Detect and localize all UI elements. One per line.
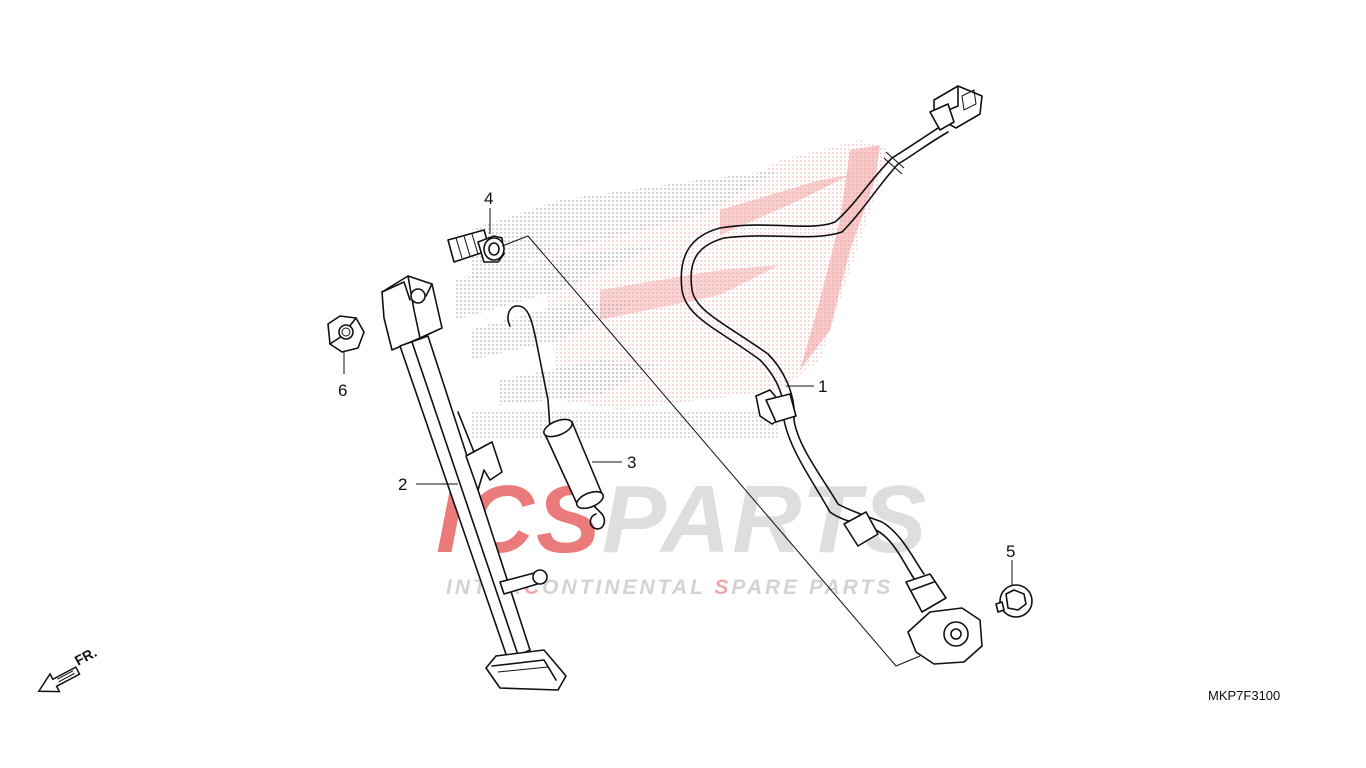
callout-3[interactable]: 3	[627, 453, 636, 472]
watermark-tagline-post: PARE PARTS	[731, 576, 893, 599]
callout-2[interactable]: 2	[398, 475, 407, 494]
part-side-stand[interactable]	[381, 275, 567, 691]
callout-1[interactable]: 1	[818, 377, 827, 396]
front-arrow-icon	[37, 666, 81, 693]
callout-4[interactable]: 4	[484, 189, 493, 208]
watermark-tagline-mid: ONTINENTAL	[542, 576, 714, 599]
front-direction-indicator: FR.	[37, 644, 99, 693]
assembly-line	[501, 235, 921, 667]
callout-5[interactable]: 5	[1006, 542, 1015, 561]
part-pivot-bolt[interactable]	[447, 229, 505, 263]
callout-6[interactable]: 6	[338, 381, 347, 400]
callouts: 1 2 3 4 5 6	[338, 189, 1015, 561]
part-side-stand-switch[interactable]	[680, 85, 983, 665]
front-label: FR.	[72, 644, 99, 669]
watermark-tagline-s: S	[714, 576, 731, 599]
watermark-brand-gray: PARTS	[602, 466, 929, 573]
part-nut[interactable]	[327, 315, 365, 353]
part-spring[interactable]	[507, 305, 606, 530]
honda-wing-logo-icon	[455, 140, 890, 440]
diagram-part-code: MKP7F3100	[1208, 688, 1280, 703]
leader-lines	[343, 208, 1013, 586]
part-switch-bolt[interactable]	[995, 584, 1033, 618]
